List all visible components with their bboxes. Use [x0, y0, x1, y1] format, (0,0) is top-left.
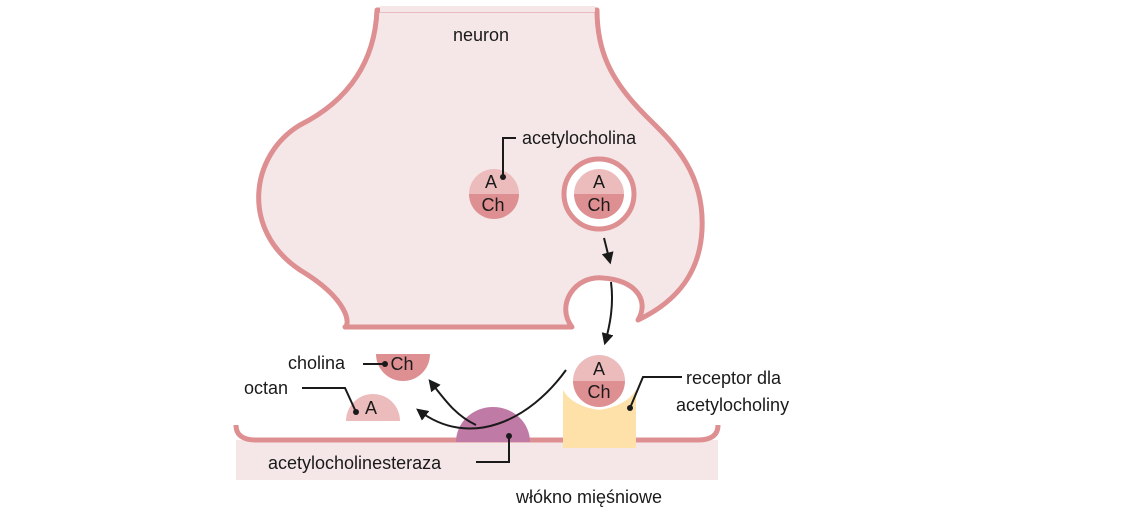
hydrolysis-arrow-to-choline — [428, 379, 477, 426]
neuron-body — [256, 7, 705, 330]
acetate-leader-dot — [353, 409, 359, 415]
acetylcholine-label: acetylocholina — [522, 128, 637, 148]
muscle-fiber — [236, 440, 718, 480]
enzyme-label: acetylocholinesteraza — [268, 453, 442, 473]
neuron-top-mask — [380, 6, 595, 12]
molecule-a-label: A — [485, 172, 497, 192]
hydrolysis-arrow-to-acetate — [416, 369, 567, 430]
acetylcholine-receptor — [563, 390, 636, 448]
choline-label: cholina — [288, 353, 346, 373]
acetate-a-label: A — [365, 398, 377, 418]
acetate-fragment: A — [346, 394, 400, 421]
receptor-leader — [629, 376, 682, 409]
acetylcholine-leader — [502, 137, 516, 177]
choline-leader-dot — [382, 361, 388, 367]
molecule-ch-label: Ch — [587, 382, 610, 402]
receptor-label-line2: acetylocholiny — [676, 395, 789, 415]
acetylcholine-leader-dot — [500, 174, 506, 180]
acetate-label: octan — [244, 378, 288, 398]
acetylcholine-molecule-bound: A Ch — [573, 355, 625, 407]
choline-fragment: Ch — [376, 354, 430, 381]
neuron-label: neuron — [453, 25, 509, 45]
acetylcholine-molecule-free: A Ch — [469, 169, 519, 219]
enzyme-leader — [476, 436, 510, 463]
vesicle-to-membrane-arrow — [601, 237, 614, 265]
release-to-receptor-arrow — [601, 281, 614, 346]
choline-ch-label: Ch — [390, 354, 413, 374]
receptor-leader-dot — [627, 405, 633, 411]
molecule-a-label: A — [593, 172, 605, 192]
acetate-leader — [302, 387, 357, 413]
molecule-ch-label: Ch — [481, 195, 504, 215]
molecule-a-label: A — [593, 359, 605, 379]
muscle-fiber-label: włókno mięśniowe — [515, 487, 662, 507]
enzyme-leader-dot — [506, 433, 512, 439]
receptor-label-line1: receptor dla — [686, 368, 782, 388]
synaptic-vesicle: A Ch — [561, 156, 637, 232]
molecule-ch-label: Ch — [587, 195, 610, 215]
